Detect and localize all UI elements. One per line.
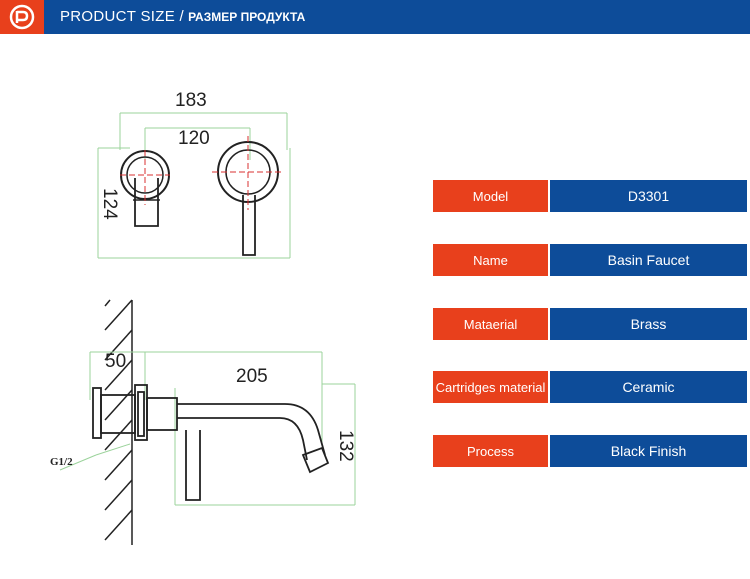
spec-label: Mataerial xyxy=(433,308,548,340)
spec-value: Basin Faucet xyxy=(550,244,747,276)
dim-center-distance: 120 xyxy=(178,128,210,149)
dim-spout-length: 205 xyxy=(236,366,268,387)
spec-row-cartridges: Cartridges material Ceramic xyxy=(433,371,747,403)
spec-row-name: Name Basin Faucet xyxy=(433,244,747,276)
brand-logo-icon xyxy=(9,4,35,30)
spec-value: Black Finish xyxy=(550,435,747,467)
dim-height-plate: 124 xyxy=(99,188,120,220)
spec-value: Ceramic xyxy=(550,371,747,403)
top-view: 183 120 124 xyxy=(97,90,291,259)
spec-label: Process xyxy=(433,435,548,467)
page-title: PRODUCT SIZE / РАЗМЕР ПРОДУКТА xyxy=(60,0,305,34)
spec-value: D3301 xyxy=(550,180,747,212)
title-english: PRODUCT SIZE / xyxy=(60,8,184,25)
spec-row-process: Process Black Finish xyxy=(433,435,747,467)
brand-logo xyxy=(0,0,44,34)
spec-label: Model xyxy=(433,180,548,212)
title-russian: РАЗМЕР ПРОДУКТА xyxy=(188,10,306,24)
spec-label: Cartridges material xyxy=(433,371,548,403)
thread-label: G1/2 xyxy=(50,456,73,468)
spec-label: Name xyxy=(433,244,548,276)
spec-value: Brass xyxy=(550,308,747,340)
dim-width-total: 183 xyxy=(175,90,207,111)
dim-spout-height: 132 xyxy=(335,430,356,462)
page-header: PRODUCT SIZE / РАЗМЕР ПРОДУКТА xyxy=(0,0,750,34)
spec-row-model: Model D3301 xyxy=(433,180,747,212)
side-view: 50 205 132 G1/2 xyxy=(50,299,356,545)
spec-row-material: Mataerial Brass xyxy=(433,308,747,340)
faucet-technical-drawing: 183 120 124 xyxy=(50,90,356,545)
dim-wall-depth: 50 xyxy=(105,351,126,372)
